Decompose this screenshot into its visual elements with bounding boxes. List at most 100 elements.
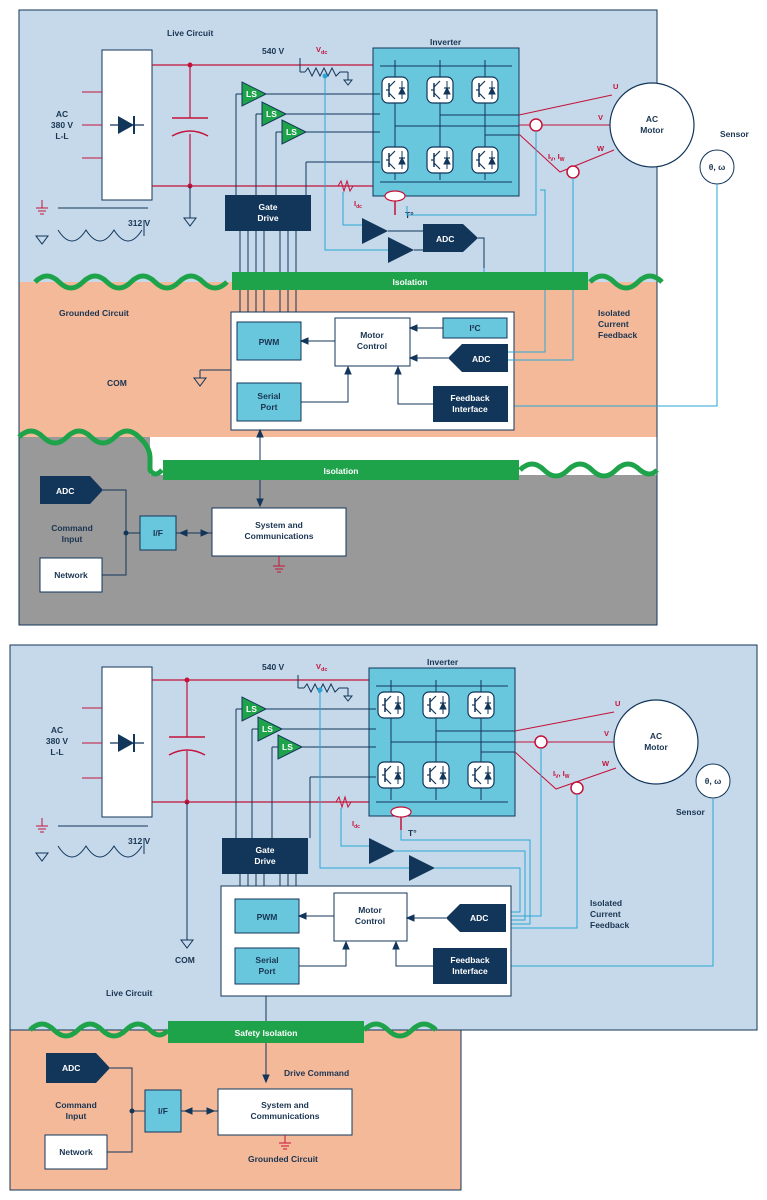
bottom-gate-drive [222,838,308,874]
bottom-command-input-2: Input [66,1111,87,1121]
top-system-comms-box [211,507,347,557]
top-phase-v-label: V [598,113,603,122]
top-adc-2 [462,344,508,372]
bottom-if-box [144,1089,182,1133]
top-if-box [139,515,177,551]
top-motor-label-1: AC [646,114,658,124]
bottom-system-comms-1: System and [261,1100,309,1110]
bottom-network-box [44,1134,108,1170]
bottom-feedback-label-1: Feedback [450,955,489,965]
top-motor-control-label-2: Control [357,341,387,351]
top-adc-2-label: ADC [472,354,490,364]
top-ground-icon-1 [183,217,197,227]
bottom-diode-icon [110,734,144,752]
top-ac-line1: AC [56,109,68,119]
top-system-comms-1: System and [255,520,303,530]
top-vdc-label: Vdc [316,45,327,56]
bottom-safety-isolation-bar [168,1021,364,1043]
bottom-live-circuit-label: Live Circuit [106,988,152,998]
bottom-motor-control-block [333,892,408,942]
top-adc-1-label: ADC [436,234,454,244]
top-opamps [362,218,414,263]
top-motor-control-label-1: Motor [360,330,384,340]
bottom-temp-label: T° [408,828,417,838]
top-live-circuit-label: Live Circuit [167,28,213,38]
bottom-command-adc-label: ADC [62,1063,80,1073]
top-isolation2-label: Isolation [324,466,359,476]
top-network-label: Network [54,570,88,580]
bottom-ground-icon-2 [36,818,48,833]
bottom-gate-drive-label-1: Gate [256,845,275,855]
top-command-adc-label: ADC [56,486,74,496]
bottom-feedback-interface-block [433,948,507,984]
bottom-motor-control-label-1: Motor [358,905,382,915]
bottom-isolation-wave-right [362,1021,438,1039]
bottom-com-label: COM [175,955,195,965]
bottom-if-label: I/F [158,1106,168,1116]
bottom-temp-sensor-icon [390,806,412,818]
bottom-pwm-label: PWM [257,912,278,922]
top-serial-port-label-1: Serial [257,391,280,401]
top-isolated-fb-1: Isolated [598,308,630,318]
top-pwm-label: PWM [259,337,280,347]
bottom-ac-line3: L-L [50,747,63,757]
top-ground-icon-2 [36,200,48,215]
bottom-ground-icon-3 [35,852,49,862]
top-ac-motor [609,82,695,168]
top-ls-buffers: LS LS LS [241,81,308,145]
top-ground-icon-3 [35,235,49,245]
top-idc-shunt-icon [337,179,354,193]
bottom-motor-label-1: AC [650,731,662,741]
top-network-box [39,557,103,593]
top-isolation2-wave-right [518,461,659,479]
bottom-gate-drive-label-2: Drive [254,856,276,866]
top-motor-label-2: Motor [640,125,664,135]
top-ground-icon-4 [273,556,285,573]
top-i2c-label: I²C [469,323,480,333]
bottom-inverter-label: Inverter [427,657,459,667]
bottom-drive-command-label: Drive Command [284,1068,349,1078]
top-ls-label-2: LS [266,109,277,119]
top-ivw-label: IV, IW [548,152,565,163]
top-gate-drive-label-2: Drive [257,213,279,223]
bottom-isolated-fb-2: Current [590,909,621,919]
bottom-ac-motor [613,699,699,785]
bottom-phase-w-label: W [602,759,610,768]
top-command-input-1: Command [51,523,93,533]
bottom-adc-block [460,904,506,932]
bottom-ac-line2: 380 V [46,736,69,746]
bottom-phase-wires [514,711,617,790]
top-isolation-label: Isolation [393,277,428,287]
top-command-input-2: Input [62,534,83,544]
bottom-diagram: Live Circuit Grounded Circuit COM AC 380… [9,644,758,1191]
top-igbt-icons [380,60,519,183]
top-feedback-interface-block [433,386,508,422]
bottom-phase-v-label: V [604,729,609,738]
bottom-feedback-label-2: Interface [452,966,488,976]
bottom-ac-line1: AC [51,725,63,735]
bottom-ground-icon-1 [180,939,194,949]
top-feedback-label-2: Interface [452,404,488,414]
bottom-isolated-fb-3: Feedback [590,920,629,930]
bottom-phase-u-label: U [615,699,620,708]
bottom-serial-port-label-2: Port [259,966,276,976]
top-isolation-wave-left [33,273,229,291]
top-if-label: I/F [153,528,163,538]
top-sensor-label: Sensor [720,129,750,139]
top-gate-drive [225,195,311,231]
bottom-ls-label-2: LS [262,724,273,734]
top-isolation-bar [232,272,588,290]
top-ac-line3: L-L [55,131,68,141]
top-ls-label-1: LS [246,89,257,99]
bottom-motor-label-2: Motor [644,742,668,752]
top-isolation2-bar [163,460,519,480]
bottom-sensor-symbol: θ, ω [705,776,722,786]
top-phase-u-label: U [613,82,618,91]
top-feedback-label-1: Feedback [450,393,489,403]
bottom-capacitor-icon [168,736,206,756]
bottom-isolation-wave-left [28,1021,170,1039]
bottom-motor-control-label-2: Control [355,916,385,926]
bottom-igbt-icons [376,680,515,803]
bottom-grounded-circuit-label: Grounded Circuit [248,1154,318,1164]
